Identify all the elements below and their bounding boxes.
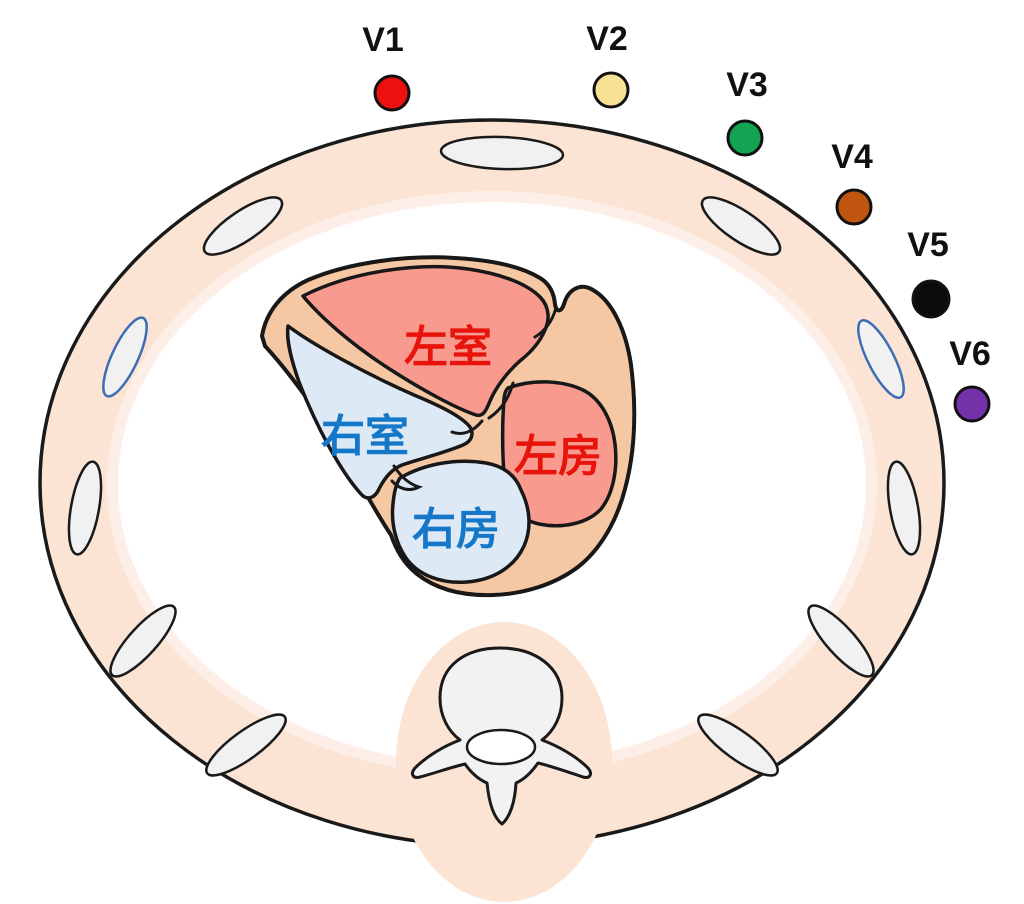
ecg-electrodes: V1 V2 V3 V4 V5 V6 <box>362 20 991 423</box>
rib-lower-left <box>109 604 177 678</box>
chamber-left-atrium <box>500 380 618 528</box>
electrode-v2-dot <box>592 71 630 109</box>
electrode-v4-label: V4 <box>831 138 873 176</box>
rib-top-center <box>439 135 565 171</box>
electrode-v3-label: V3 <box>726 66 768 104</box>
rib-lower-right <box>807 604 875 678</box>
electrode-v5: V5 <box>907 226 951 319</box>
rib-right-blue <box>857 318 905 400</box>
electrode-v6-label: V6 <box>949 335 991 373</box>
electrode-v3-dot <box>726 119 764 157</box>
electrode-v1: V1 <box>362 21 411 112</box>
heart <box>260 255 637 598</box>
rib-upper-left <box>202 196 284 256</box>
rib-bottom-left <box>205 713 287 777</box>
rib-upper-right <box>700 196 782 256</box>
electrode-v1-dot <box>373 74 411 112</box>
label-left-atrium: 左房 <box>514 432 602 481</box>
label-right-ventricle: 右室 <box>321 411 409 461</box>
chamber-left-ventricle <box>301 264 550 418</box>
rib-left-lateral <box>67 460 103 556</box>
label-left-ventricle: 左室 <box>404 322 492 372</box>
valve-detail-mitral <box>487 381 515 420</box>
valve-details <box>390 306 558 491</box>
vertebral-foramen <box>465 728 537 766</box>
electrode-v5-dot <box>911 279 951 319</box>
rib-bottom-right <box>697 713 779 777</box>
rib-left-blue <box>102 316 148 398</box>
rib-right-lateral <box>886 460 922 556</box>
electrode-v6: V6 <box>949 335 991 423</box>
chamber-labels: 左室 右室 左房 右房 <box>321 322 602 554</box>
chamber-right-ventricle <box>285 324 474 500</box>
electrode-v6-dot <box>953 385 991 423</box>
electrode-v3: V3 <box>726 66 768 157</box>
chamber-right-atrium <box>390 459 531 585</box>
valve-detail-tricuspid <box>390 464 424 491</box>
electrode-v2-label: V2 <box>586 20 628 58</box>
electrode-v5-label: V5 <box>907 226 949 264</box>
electrode-v1-label: V1 <box>362 21 404 59</box>
valve-detail-mitral-hook <box>450 419 484 436</box>
vertebra <box>411 646 592 826</box>
label-right-atrium: 右房 <box>412 505 500 554</box>
rib-cross-sections <box>67 135 922 777</box>
electrode-v2: V2 <box>586 20 630 109</box>
valve-detail-notch <box>533 306 558 339</box>
electrode-v4-dot <box>835 188 873 226</box>
electrode-v4: V4 <box>831 138 873 226</box>
